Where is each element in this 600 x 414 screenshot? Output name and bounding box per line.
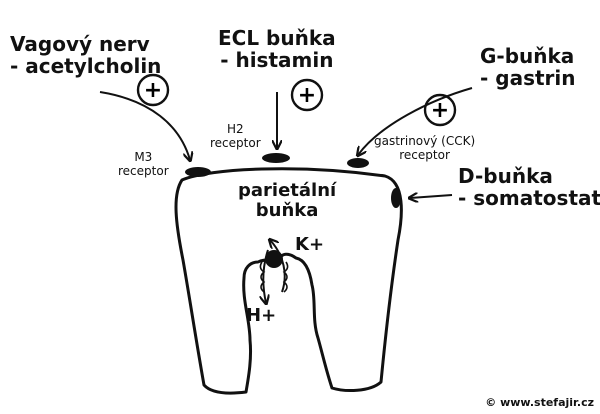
h2-receptor-label-line1: H2: [226, 122, 244, 136]
cck-receptor-label-line2: receptor: [399, 148, 450, 163]
m3-receptor-label: M3 receptor: [118, 150, 169, 179]
g-cell-arrow: [358, 87, 473, 155]
vagus-plus-icon: +: [136, 73, 170, 107]
vagus-label: Vagový nerv - acetylcholin: [10, 33, 161, 78]
h-ion-arrow: [263, 249, 268, 303]
svg-text:+: +: [431, 98, 449, 123]
proton-pump: [265, 250, 283, 268]
d-cell-label: D-buňka - somatostatin: [458, 165, 600, 210]
h-ion-label: H+: [246, 305, 277, 326]
k-ion-arrow: [270, 240, 286, 293]
ecl-label-line2: - histamin: [220, 48, 334, 73]
ecl-label-line1: ECL buňka: [218, 26, 336, 50]
g-cell-label: G-buňka - gastrin: [480, 45, 576, 90]
m3-receptor-label-line1: M3: [134, 150, 153, 164]
m3-receptor-label-line2: receptor: [118, 164, 169, 179]
cck-receptor-label: gastrinový (CCK) receptor: [374, 134, 475, 163]
parietal-cell-label-line2: buňka: [255, 200, 319, 222]
parietal-cell-label: parietální buňka: [238, 180, 337, 222]
g-cell-label-line2: - gastrin: [480, 66, 576, 91]
g-cell-label-line1: G-buňka: [480, 44, 575, 68]
vagus-label-line1: Vagový nerv: [10, 32, 150, 56]
d-cell-label-line1: D-buňka: [458, 164, 553, 188]
ecl-label: ECL buňka - histamin: [218, 27, 336, 72]
vagus-arrow: [99, 91, 190, 160]
k-ion-label: K+: [295, 234, 325, 255]
h2-receptor-label: H2 receptor: [210, 122, 261, 151]
parietal-cell-label-line1: parietální: [238, 180, 337, 201]
h2-receptor-blob: [262, 153, 290, 163]
g-cell-plus-icon: +: [423, 93, 457, 127]
d-cell-label-line2: - somatostatin: [458, 186, 600, 211]
d-cell-arrow: [410, 195, 453, 198]
canaliculus-squiggle: [259, 261, 289, 293]
m3-receptor-blob: [185, 167, 211, 177]
cck-receptor-blob: [347, 158, 369, 168]
h2-receptor-label-line2: receptor: [210, 136, 261, 151]
ecl-plus-icon: +: [290, 78, 324, 112]
cck-receptor-label-line1: gastrinový (CCK): [374, 134, 476, 148]
parietal-cell-outline: [174, 167, 403, 395]
vagus-label-line2: - acetylcholin: [10, 54, 162, 79]
copyright-footer: © www.stefajir.cz: [485, 396, 594, 409]
svg-text:+: +: [298, 83, 316, 108]
svg-text:+: +: [144, 78, 162, 103]
somatostatin-receptor-blob: [391, 188, 401, 208]
